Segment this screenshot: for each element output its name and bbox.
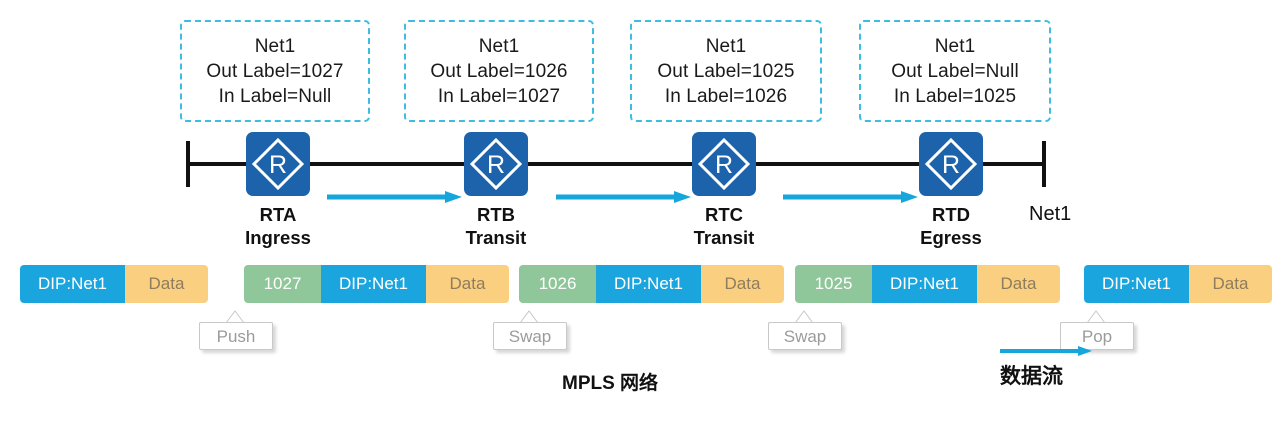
packet-after-first-swap: 1026 DIP:Net1 Data (519, 265, 784, 303)
packet-segment-label: 1026 (519, 265, 596, 303)
packet-segment-data: Data (1189, 265, 1272, 303)
packet-segment-dip: DIP:Net1 (20, 265, 125, 303)
svg-text:R: R (487, 151, 505, 179)
callout-label: Swap (768, 322, 842, 350)
packet-after-pop: DIP:Net1 Data (1084, 265, 1272, 303)
packet-segment-data: Data (701, 265, 784, 303)
operation-callout-swap-2: Swap (768, 310, 842, 350)
router-name: RTD (931, 204, 971, 225)
callout-label: Pop (1060, 322, 1134, 350)
label-box-out: Out Label=1026 (430, 60, 568, 82)
label-box-in: In Label=1025 (893, 85, 1017, 107)
label-box-rtd: Net1 Out Label=Null In Label=1025 (859, 20, 1051, 122)
router-role: Transit (465, 227, 527, 248)
svg-text:R: R (942, 151, 960, 179)
packet-segment-data: Data (125, 265, 208, 303)
link-terminator-right (1042, 141, 1046, 187)
callout-label: Swap (493, 322, 567, 350)
label-box-net: Net1 (705, 35, 747, 57)
router-caption-rtd: RTD Egress (871, 203, 1031, 249)
packet-segment-label: 1025 (795, 265, 872, 303)
data-flow-arrow-icon (1000, 344, 1092, 362)
flow-arrow-rtb-rtc (556, 190, 691, 204)
packet-before-ingress: DIP:Net1 Data (20, 265, 208, 303)
packet-segment-label: 1027 (244, 265, 321, 303)
router-name: RTC (704, 204, 744, 225)
label-box-in: In Label=1027 (437, 85, 561, 107)
label-box-net: Net1 (254, 35, 296, 57)
router-name: RTB (476, 204, 516, 225)
operation-callout-swap-1: Swap (493, 310, 567, 350)
label-box-out: Out Label=1027 (206, 60, 344, 82)
label-box-net: Net1 (478, 35, 520, 57)
router-caption-rtb: RTB Transit (416, 203, 576, 249)
label-box-rtb: Net1 Out Label=1026 In Label=1027 (404, 20, 594, 122)
packet-after-push: 1027 DIP:Net1 Data (244, 265, 509, 303)
router-role: Ingress (245, 227, 311, 248)
data-flow-legend: 数据流 (1000, 344, 1110, 394)
packet-segment-dip: DIP:Net1 (872, 265, 977, 303)
router-rtd[interactable]: R (919, 132, 983, 196)
router-caption-rta: RTA Ingress (198, 203, 358, 249)
flow-arrow-rtc-rtd (783, 190, 918, 204)
packet-after-second-swap: 1025 DIP:Net1 Data (795, 265, 1060, 303)
packet-segment-dip: DIP:Net1 (321, 265, 426, 303)
operation-callout-pop: Pop (1060, 310, 1134, 350)
flow-arrow-rta-rtb (327, 190, 462, 204)
backbone-link-line (186, 162, 1046, 166)
label-box-in: In Label=1026 (664, 85, 788, 107)
router-name: RTA (259, 204, 297, 225)
router-role: Transit (693, 227, 755, 248)
router-role: Egress (920, 227, 982, 248)
net-end-label: Net1 (1029, 203, 1072, 225)
operation-callout-push: Push (199, 310, 273, 350)
router-rta[interactable]: R (246, 132, 310, 196)
router-rtc[interactable]: R (692, 132, 756, 196)
router-icon: R (464, 132, 528, 196)
packet-segment-data: Data (426, 265, 509, 303)
router-icon: R (246, 132, 310, 196)
mpls-network-caption: MPLS 网络 (562, 373, 659, 394)
data-flow-legend-label: 数据流 (1000, 365, 1063, 388)
label-box-rta: Net1 Out Label=1027 In Label=Null (180, 20, 370, 122)
callout-label: Push (199, 322, 273, 350)
svg-text:R: R (269, 151, 287, 179)
label-box-in: In Label=Null (218, 85, 332, 107)
packet-segment-dip: DIP:Net1 (1084, 265, 1189, 303)
router-rtb[interactable]: R (464, 132, 528, 196)
label-box-rtc: Net1 Out Label=1025 In Label=1026 (630, 20, 822, 122)
svg-text:R: R (715, 151, 733, 179)
label-box-out: Out Label=Null (891, 60, 1019, 82)
label-box-net: Net1 (934, 35, 976, 57)
label-box-out: Out Label=1025 (657, 60, 795, 82)
packet-segment-data: Data (977, 265, 1060, 303)
router-caption-rtc: RTC Transit (644, 203, 804, 249)
packet-segment-dip: DIP:Net1 (596, 265, 701, 303)
router-icon: R (692, 132, 756, 196)
router-icon: R (919, 132, 983, 196)
